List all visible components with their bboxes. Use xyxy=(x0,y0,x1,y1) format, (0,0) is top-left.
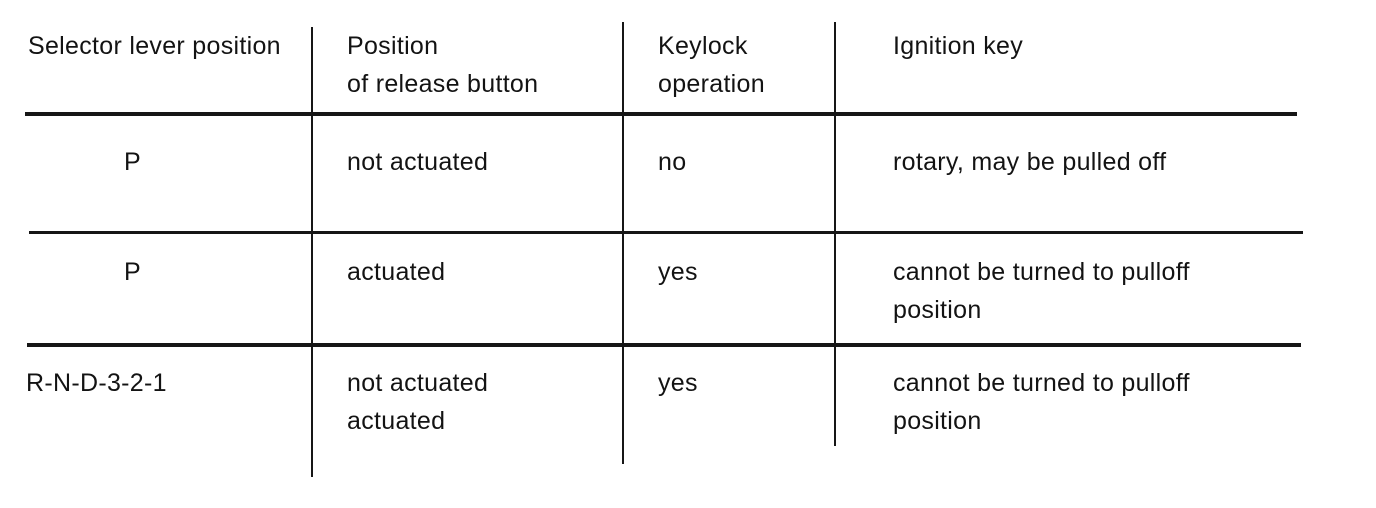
cell-ignition-key: cannot be turned to pulloff position xyxy=(893,369,1190,435)
cell-selector-lever-position: P xyxy=(124,148,141,176)
row-separator-line-1 xyxy=(29,231,1303,234)
col-header-selector-lever-position: Selector lever position xyxy=(28,32,281,60)
cell-ignition-key: cannot be turned to pulloff position xyxy=(893,258,1190,324)
col-header-ignition-key: Ignition key xyxy=(893,32,1024,60)
column-divider-line-3 xyxy=(834,22,836,446)
column-divider-line-1 xyxy=(311,27,313,477)
cell-keylock-operation: no xyxy=(658,148,687,176)
column-divider-line-2 xyxy=(622,22,624,464)
row-separator-line-2 xyxy=(27,343,1301,347)
cell-selector-lever-position: R-N-D-3-2-1 xyxy=(26,369,167,397)
cell-release-button-position: actuated xyxy=(347,258,446,286)
cell-selector-lever-position: P xyxy=(124,258,141,286)
cell-keylock-operation: yes xyxy=(658,369,698,397)
header-separator-line xyxy=(25,112,1297,116)
col-header-release-button-position: Position of release button xyxy=(347,32,539,98)
cell-release-button-position: not actuated xyxy=(347,148,489,176)
cell-ignition-key: rotary, may be pulled off xyxy=(893,148,1167,176)
cell-release-button-position: not actuated actuated xyxy=(347,369,489,435)
col-header-keylock-operation: Keylock operation xyxy=(658,32,765,98)
cell-keylock-operation: yes xyxy=(658,258,698,286)
